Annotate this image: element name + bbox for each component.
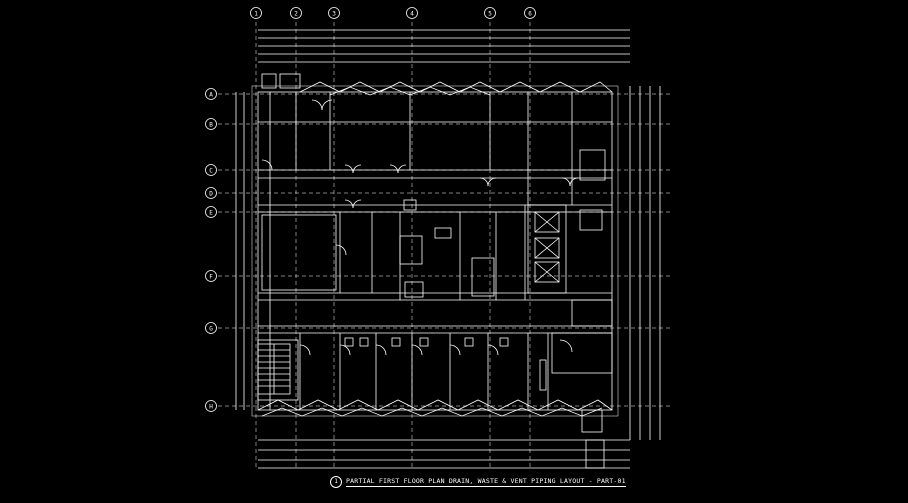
- grid-bubble-row-a: A: [205, 88, 217, 100]
- svg-text:6: 6: [528, 11, 532, 18]
- grid-bubble-col-4: 4: [406, 7, 418, 19]
- grid-bubble-col-5: 5: [484, 7, 496, 19]
- svg-text:C: C: [209, 168, 213, 175]
- drawing-title: PARTIAL FIRST FLOOR PLAN DRAIN, WASTE & …: [346, 477, 626, 487]
- grid-lines: [218, 22, 670, 470]
- grid-bubble-row-d: D: [205, 187, 217, 199]
- svg-text:E: E: [209, 210, 213, 217]
- stair-symbol: [257, 343, 291, 395]
- grid-bubble-row-e: E: [205, 206, 217, 218]
- section-marker-icon: 1: [330, 476, 342, 488]
- svg-text:5: 5: [488, 11, 492, 18]
- grid-bubble-row-g: G: [205, 322, 217, 334]
- grid-bubble-row-b: B: [205, 118, 217, 130]
- elevator-shafts: [527, 204, 567, 294]
- svg-text:1: 1: [254, 11, 258, 18]
- svg-text:A: A: [209, 92, 213, 99]
- grid-bubble-col-2: 2: [290, 7, 302, 19]
- grid-bubble-col-6: 6: [524, 7, 536, 19]
- svg-text:B: B: [209, 122, 213, 129]
- drawing-caption: 1 PARTIAL FIRST FLOOR PLAN DRAIN, WASTE …: [330, 475, 626, 489]
- svg-text:G: G: [209, 326, 213, 333]
- grid-bubble-row-c: C: [205, 164, 217, 176]
- svg-text:D: D: [209, 191, 213, 198]
- svg-text:3: 3: [332, 11, 336, 18]
- grid-bubble-row-f: F: [205, 270, 217, 282]
- svg-text:2: 2: [294, 11, 298, 18]
- svg-text:H: H: [209, 404, 213, 411]
- grid-bubble-col-1: 1: [250, 7, 262, 19]
- svg-text:F: F: [209, 274, 213, 281]
- grid-bubble-col-3: 3: [328, 7, 340, 19]
- svg-text:4: 4: [410, 11, 414, 18]
- grid-bubble-row-h: H: [205, 400, 217, 412]
- building-outline: [257, 91, 613, 411]
